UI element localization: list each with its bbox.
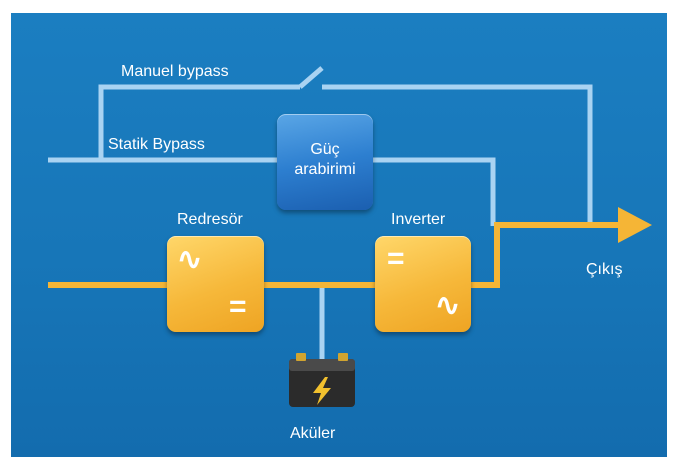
rectifier-box: ∿ = [167, 236, 264, 332]
main-power-line [48, 222, 628, 288]
batteries-label: Aküler [290, 425, 336, 442]
output-arrow-head [618, 207, 652, 243]
power-interface-label-line1: Güç [310, 141, 340, 158]
battery-icon [289, 353, 355, 407]
static-bypass-line-right [365, 157, 496, 226]
output-label: Çıkış [586, 261, 623, 278]
manual-bypass-label: Manuel bypass [121, 63, 229, 80]
rectifier-label: Redresör [177, 211, 243, 228]
power-interface-box: Güç arabirimi [277, 114, 373, 210]
ac-symbol-icon: ∿ [435, 289, 461, 322]
ac-symbol-icon: ∿ [177, 243, 203, 276]
dc-symbol-icon: = [387, 242, 405, 275]
manual-bypass-line-right [322, 84, 593, 226]
inverter-box: = ∿ [375, 236, 471, 332]
power-interface-label-line2: arabirimi [294, 161, 356, 178]
manual-bypass-line [98, 84, 300, 162]
inverter-label: Inverter [391, 211, 446, 228]
manual-bypass-switch [298, 66, 324, 89]
dc-symbol-icon: = [229, 290, 247, 323]
static-bypass-label: Statik Bypass [108, 136, 205, 153]
